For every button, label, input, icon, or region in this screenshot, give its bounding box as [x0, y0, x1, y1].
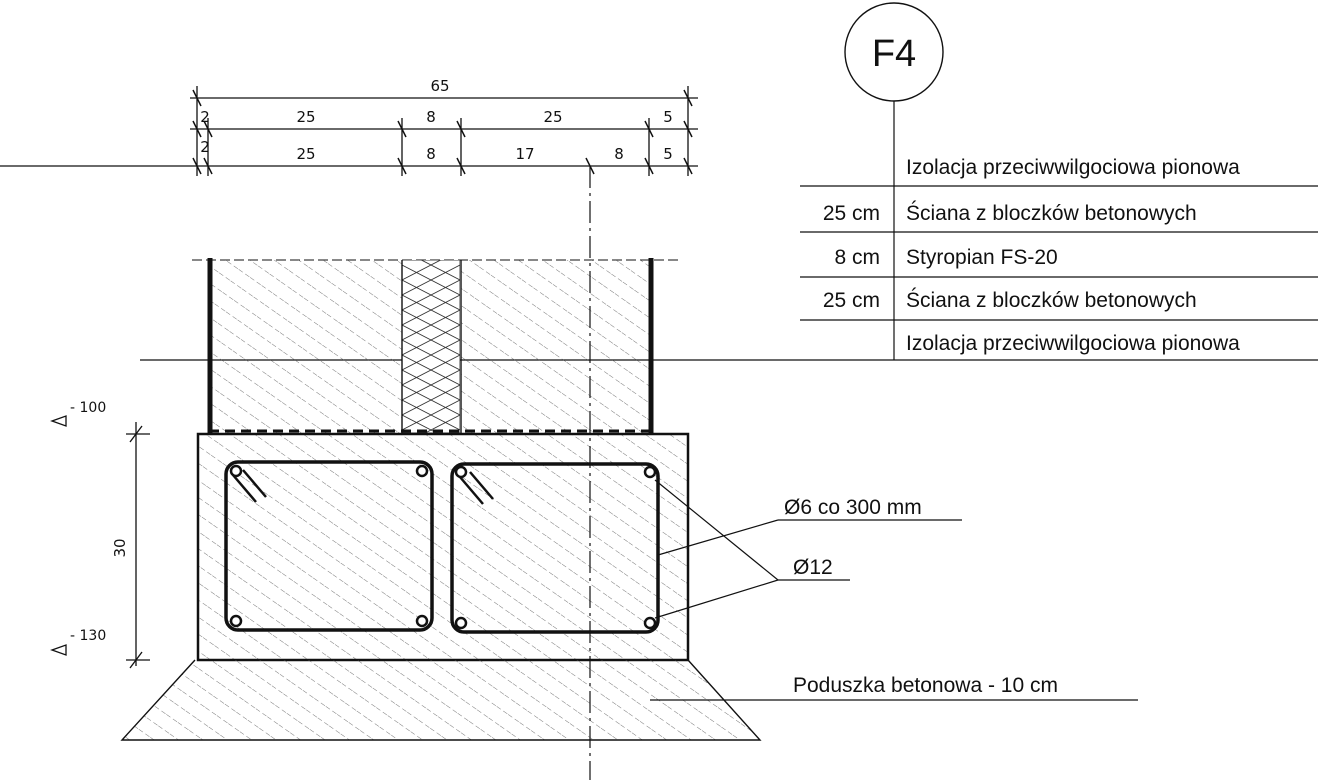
callout-stirrups: Ø6 co 300 mm [784, 496, 922, 519]
layer-2-thickness: 25 cm [823, 202, 880, 225]
dim-r1-c: 8 [426, 108, 436, 126]
layer-2-name: Ściana z bloczków betonowych [906, 201, 1197, 225]
callout-cushion: Poduszka betonowa - 10 cm [793, 674, 1058, 697]
dim-r2-b: 25 [296, 145, 315, 163]
dim-r2-c: 8 [426, 145, 436, 163]
dim-total: 65 [430, 77, 449, 95]
rebar-main-bars [229, 464, 657, 630]
layer-3-thickness: 8 cm [834, 246, 880, 269]
dim-r1-e: 5 [663, 108, 673, 126]
dim-r1-b: 25 [296, 108, 315, 126]
dim-r2-f: 5 [663, 145, 673, 163]
layer-table-text: Izolacja przeciwwilgociowa pionowa 25 cm… [823, 156, 1240, 355]
layer-4-thickness: 25 cm [823, 289, 880, 312]
level-top: - 100 [70, 400, 106, 416]
dim-r2-e: 8 [614, 145, 624, 163]
dim-r2-d: 17 [515, 145, 534, 163]
layer-5-name: Izolacja przeciwwilgociowa pionowa [906, 332, 1240, 355]
dim-r2-a: 2 [200, 138, 210, 156]
level-bottom: - 130 [70, 628, 106, 644]
section-mark: F4 [844, 2, 944, 360]
dim-r1-d: 25 [543, 108, 562, 126]
layer-table [800, 185, 1318, 321]
layer-4-name: Ściana z bloczków betonowych [906, 288, 1197, 312]
dim-height: 30 [111, 538, 129, 557]
stirrup-right [450, 462, 660, 634]
dimension-labels: 65 2 25 8 25 5 2 25 8 17 8 5 [200, 77, 673, 163]
layer-1-name: Izolacja przeciwwilgociowa pionowa [906, 156, 1240, 179]
callout-leaders [650, 479, 1138, 701]
dimension-chain [190, 86, 698, 176]
wall-section [207, 258, 654, 433]
stirrup-left [224, 460, 434, 632]
footing-section [196, 432, 690, 662]
level-markers: - 100 - 130 [50, 400, 106, 656]
insulation-styrofoam [402, 260, 460, 433]
dim-r1-a: 2 [200, 108, 210, 126]
height-dimension [126, 422, 150, 669]
callout-main-bars: Ø12 [793, 556, 833, 579]
section-mark-label: F4 [872, 33, 916, 75]
layer-3-name: Styropian FS-20 [906, 246, 1058, 269]
